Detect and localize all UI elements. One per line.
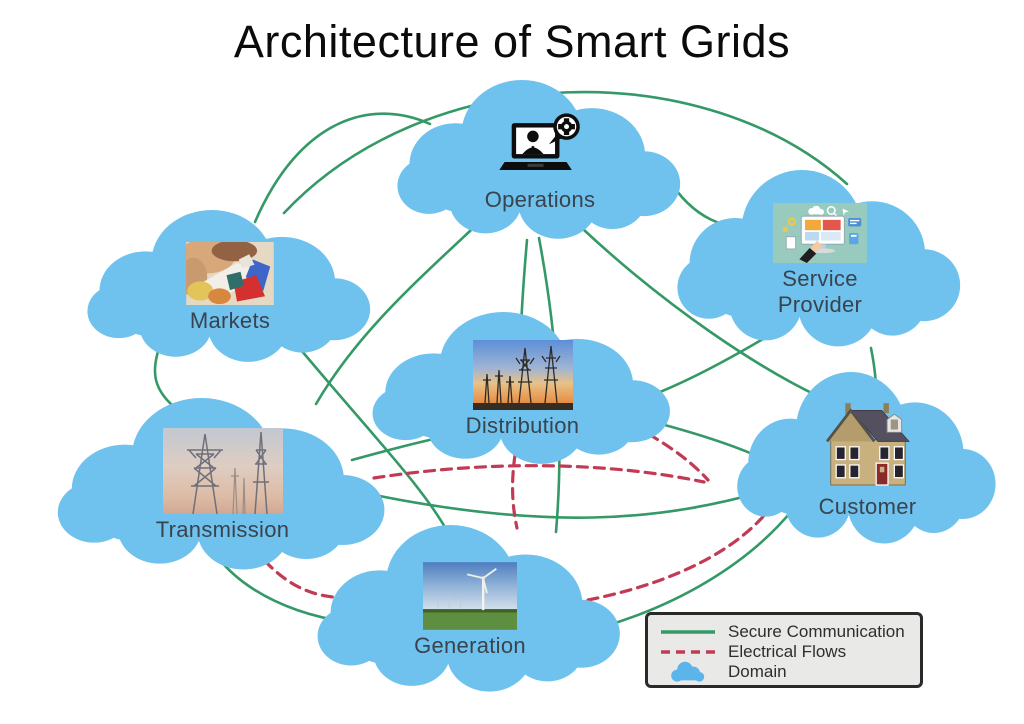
markets-photo-icon	[186, 241, 274, 305]
generation-wind-turbine-icon	[423, 562, 517, 630]
secure-line-transmission-customer	[358, 484, 784, 519]
domain-label-customer: Customer	[818, 494, 917, 520]
customer-house-icon	[818, 399, 918, 491]
legend-row-domain: Domain	[660, 660, 908, 684]
service-provider-dashboard-icon	[773, 203, 867, 264]
domain-cloud-distribution: Distribution	[370, 312, 675, 467]
secure-line-markets-service-provider	[282, 90, 849, 215]
domain-label-generation: Generation	[414, 632, 526, 658]
blue-cloud-icon	[660, 660, 716, 684]
domain-cloud-service-provider: Service Provider	[675, 170, 965, 350]
electrical-line-transmission-customer	[372, 464, 706, 484]
secure-line-markets-generation	[294, 342, 454, 542]
transmission-towers-photo-icon	[162, 428, 284, 515]
distribution-towers-photo-icon	[472, 340, 573, 411]
domain-cloud-generation: Generation	[315, 525, 625, 695]
domain-label-markets: Markets	[189, 307, 271, 333]
domain-cloud-transmission: Transmission	[55, 398, 390, 573]
legend-box: Secure Communication Electrical Flows Do…	[645, 612, 923, 688]
domain-cloud-markets: Markets	[85, 210, 375, 365]
domain-label-service-provider: Service Provider	[777, 266, 863, 317]
page-title: Architecture of Smart Grids	[233, 16, 791, 67]
secure-line-markets-operations	[253, 112, 432, 224]
domain-label-operations: Operations	[484, 186, 596, 212]
legend-row-electrical-flows: Electrical Flows	[660, 642, 908, 662]
red-dashed-line-swatch	[660, 649, 716, 655]
operations-laptop-gear-icon	[494, 110, 586, 184]
domain-cloud-operations: Operations	[395, 80, 685, 242]
domain-label-distribution: Distribution	[465, 413, 580, 439]
domain-cloud-customer: Customer	[735, 372, 1000, 547]
legend-label-secure-communication: Secure Communication	[728, 622, 905, 641]
legend-label-domain: Domain	[728, 662, 787, 681]
green-solid-line-swatch	[660, 629, 716, 635]
secure-line-operations-transmission	[314, 214, 488, 406]
secure-line-operations-customer	[582, 228, 824, 400]
legend-row-secure-communication: Secure Communication	[660, 622, 908, 642]
electrical-line-generation-customer	[586, 504, 774, 602]
domain-label-transmission: Transmission	[155, 517, 290, 543]
legend-label-electrical-flows: Electrical Flows	[728, 642, 847, 661]
